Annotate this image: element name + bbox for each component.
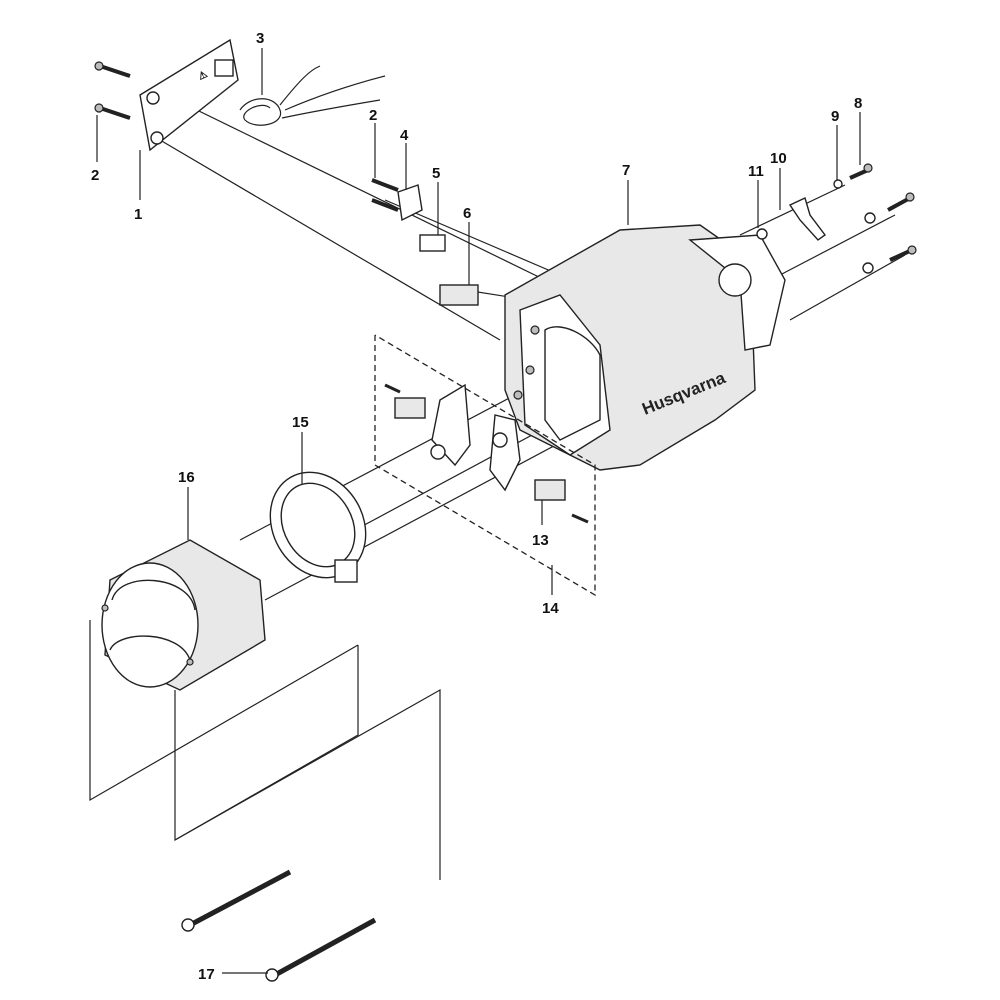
part-11-washer <box>756 228 768 240</box>
part-9-washers <box>833 179 876 274</box>
callout-16: 16 <box>178 469 195 486</box>
callout-3: 3 <box>256 30 264 47</box>
part-5-switch <box>419 234 446 252</box>
part-6-capacitor <box>439 284 479 306</box>
callout-11: 11 <box>748 163 764 180</box>
part-16-stator <box>101 539 266 691</box>
callout-7: 7 <box>622 162 630 179</box>
callout-6: 6 <box>463 205 471 222</box>
callout-17: 17 <box>198 966 215 983</box>
callout-8: 8 <box>854 95 862 112</box>
part-17-bolts <box>181 869 377 982</box>
callout-2-left: 2 <box>91 167 99 184</box>
callout-4: 4 <box>400 127 409 144</box>
callout-14: 14 <box>542 600 559 617</box>
callout-15: 15 <box>292 414 309 431</box>
brush-holders <box>430 383 521 492</box>
part-7-motor-housing: Husqvarna <box>504 224 786 471</box>
callout-13: 13 <box>532 532 549 549</box>
part-1-cover-plate: ⚠ <box>139 38 239 152</box>
part-4-bracket-screws <box>371 178 423 222</box>
part-2-screws-left <box>94 61 131 120</box>
svg-text:⚠: ⚠ <box>197 69 210 83</box>
callout-2-center: 2 <box>369 107 377 124</box>
part-14-brush-assembly-group <box>374 334 596 597</box>
callout-9: 9 <box>831 108 839 125</box>
stator-bolt-guides <box>89 620 441 880</box>
callout-labels: 1 2 2 3 4 5 6 7 8 9 10 11 13 14 15 16 17 <box>91 30 862 983</box>
part-13-carbon-brushes <box>384 383 589 524</box>
callout-1: 1 <box>134 206 142 223</box>
callout-leaders <box>96 48 861 974</box>
part-15-brush-ring <box>269 471 367 583</box>
callout-10: 10 <box>770 150 787 167</box>
part-8-screws <box>849 163 917 262</box>
part-3-wire-harness <box>239 65 386 126</box>
part-10-clamp <box>788 197 826 241</box>
callout-5: 5 <box>432 165 440 182</box>
